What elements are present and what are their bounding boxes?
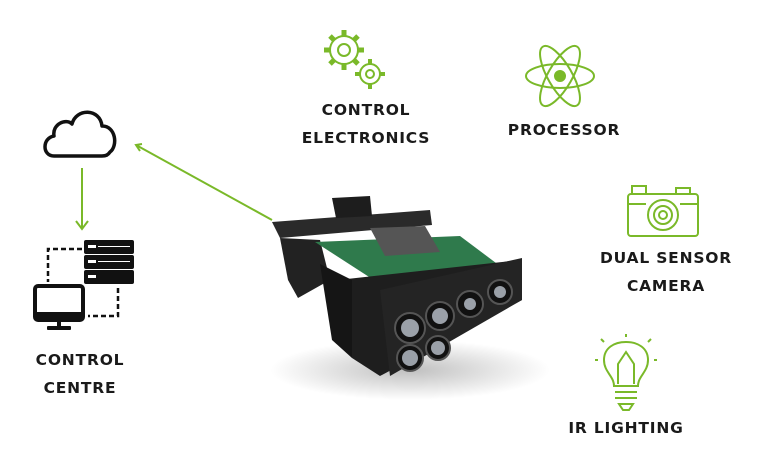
arrow-device-to-cloud [135,144,273,221]
atom-icon [525,44,595,108]
label-line: CONTROL [35,351,125,369]
server-network-icon [33,240,134,330]
label-line: ELECTRONICS [301,129,431,147]
cloud-icon [43,110,117,158]
control-centre-label: CONTROL CENTRE [20,346,140,402]
dual-sensor-camera-label: DUAL SENSOR CAMERA [596,244,736,300]
label-line: CAMERA [626,277,706,295]
label-line: CENTRE [43,379,117,397]
lightbulb-icon [595,334,657,411]
label-line: DUAL SENSOR [599,249,733,267]
camera-icon [627,185,699,237]
gears-icon [324,30,385,89]
ir-lighting-label: IR LIGHTING [568,419,684,437]
processor-label: PROCESSOR [507,121,621,139]
control-electronics-label: CONTROL ELECTRONICS [296,96,436,152]
label-line: CONTROL [321,101,411,119]
camera-device-image [270,196,550,400]
